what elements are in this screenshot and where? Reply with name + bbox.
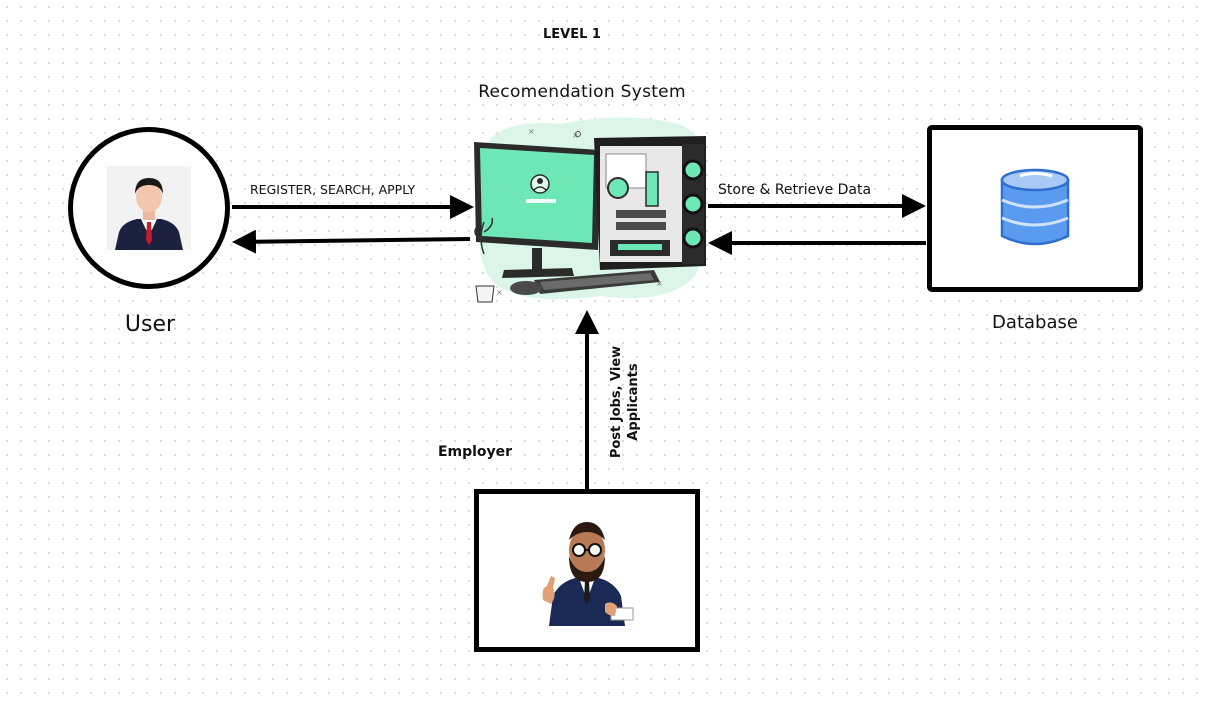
edge-label-employer-system: Post Jobs, View Applicants	[609, 345, 641, 459]
svg-text:×: ×	[656, 279, 663, 288]
user-label: User	[124, 312, 176, 337]
employer-avatar-icon	[542, 522, 634, 626]
computer-illustration: × × × ×	[474, 117, 706, 303]
system-title: Recomendation System	[478, 82, 686, 102]
edge-label-user-system: REGISTER, SEARCH, APPLY	[250, 182, 416, 197]
edge-label-system-database: Store & Retrieve Data	[718, 182, 872, 198]
svg-text:×: ×	[528, 127, 535, 136]
user-node	[68, 127, 230, 289]
svg-text:×: ×	[572, 131, 579, 140]
arrow-system-to-user	[232, 229, 471, 254]
level-title: LEVEL 1	[543, 27, 601, 42]
user-avatar-icon	[107, 166, 191, 250]
database-label: Database	[992, 312, 1078, 333]
employer-label: Employer	[437, 444, 513, 460]
database-node	[927, 125, 1143, 292]
svg-text:×: ×	[496, 288, 503, 297]
database-icon	[1000, 168, 1070, 246]
employer-node	[474, 489, 700, 652]
